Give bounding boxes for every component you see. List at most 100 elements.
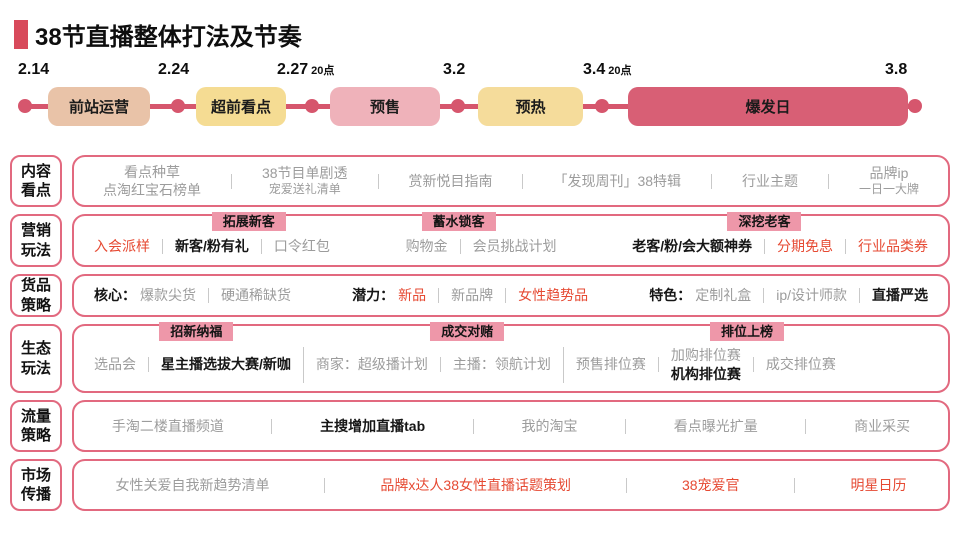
row-item: 品牌x达人38女性直播话题策划 [380, 476, 571, 494]
separator [562, 346, 564, 383]
row-ecosystem-plays: 生态玩法招新纳福成交对赌排位上榜选品会星主播选拔大赛/新咖商家：超级播计划主播：… [10, 322, 950, 393]
row-item-line: 老客/粉/会大额神券 [632, 238, 753, 255]
row-label-content-highlights: 内容看点 [10, 155, 62, 207]
row-label-product-strategy: 货品策略 [10, 274, 62, 317]
row-item-line: 选品会 [94, 356, 136, 373]
row-item: 星主播选拔大赛/新咖 [161, 355, 291, 373]
row-label-line: 策略 [20, 296, 51, 314]
row-item-line: 点淘红宝石榜单 [102, 182, 201, 198]
separator [438, 288, 440, 303]
stage-badge: 招新纳福 [159, 322, 234, 341]
row-label-line: 生态 [20, 340, 51, 357]
row-item: 会员挑战计划 [473, 237, 557, 255]
row-item-line: 新品 [398, 287, 427, 304]
timeline-date-label: 3.4 [583, 61, 606, 78]
row-item-line: 赏新悦目指南 [408, 172, 493, 189]
timeline-dot [595, 99, 609, 113]
timeline-date: 3.8 [885, 61, 907, 79]
separator [657, 357, 659, 372]
row-item-line: 新品牌 [451, 287, 494, 304]
row-market-communication: 市场传播 女性关爱自我新趋势清单 品牌x达人38女性直播话题策划 38宠爱官 明星日历 [10, 459, 950, 511]
row-item: 硬通稀缺货 [221, 286, 291, 304]
row-item-line: 特色： [649, 287, 692, 304]
separator [625, 418, 627, 434]
row-item-line: 看点种草 [123, 163, 180, 180]
row-item: 分期免息 [777, 237, 833, 255]
row-item-line: 爆款尖货 [140, 287, 196, 304]
row-item: 特色： [649, 286, 691, 304]
row-item-line: 明星日历 [850, 476, 907, 493]
row-item-line: 加购排位赛 [670, 347, 741, 364]
row-item-line: 主搜增加直播tab [320, 417, 426, 434]
row-item: 成交排位赛 [766, 355, 836, 373]
row-item-line: 行业主题 [742, 172, 799, 189]
row-item: 核心： [94, 286, 136, 304]
row-item-line: 品牌ip [869, 165, 909, 182]
separator [377, 173, 379, 189]
row-label-traffic-strategy: 流量策略 [10, 400, 62, 452]
row-label-line: 货品 [20, 277, 51, 294]
row-item: 入会派样 [94, 237, 150, 255]
row-item: 老客/粉/会大额神券 [632, 237, 752, 255]
row-label-ecosystem-plays: 生态玩法 [10, 324, 62, 393]
row-item: 手淘二楼直播频道 [112, 417, 224, 435]
separator [764, 239, 766, 254]
row-item: 女性关爱自我新趋势清单 [115, 476, 269, 494]
timeline-date-label: 2.27 [277, 61, 309, 78]
row-item-line: 看点曝光扩量 [673, 417, 758, 434]
row-item-line: 主播：领航计划 [452, 356, 551, 373]
row-item-line: 品牌x达人38女性直播话题策划 [380, 476, 571, 493]
row-item: 「发现周刊」38特辑 [553, 172, 681, 190]
row-item: 我的淘宝 [521, 417, 577, 435]
row-content-ecosystem-plays: 招新纳福成交对赌排位上榜选品会星主播选拔大赛/新咖商家：超级播计划主播：领航计划… [72, 322, 950, 393]
separator [752, 357, 754, 372]
timeline-dot [171, 99, 185, 113]
row-item: 新品牌 [451, 286, 493, 304]
row-item-line: 机构排位赛 [670, 365, 741, 382]
row-item-line: 直播严选 [872, 287, 929, 304]
separator [208, 288, 209, 303]
timeline-date-time: 20点 [608, 65, 632, 77]
page-title: 38节直播整体打法及节奏 [35, 24, 302, 51]
timeline-date: 2.14 [18, 61, 49, 79]
row-item: 主搜增加直播tab [320, 417, 425, 435]
timeline-date-label: 2.24 [158, 61, 190, 78]
separator [805, 418, 807, 434]
timeline-dot [305, 99, 319, 113]
row-label-line: 玩法 [20, 359, 51, 377]
row-item: 赏新悦目指南 [409, 172, 493, 190]
row-label-line: 内容 [20, 162, 51, 180]
row-item-line: 入会派样 [94, 238, 150, 255]
rows: 内容看点 看点种草点淘红宝石榜单 38节目单剧透宠爱送礼清单 赏新悦目指南 「发现周刊」… [10, 155, 950, 518]
row-label-line: 看点 [20, 182, 51, 199]
timeline-date: 3.2 [443, 61, 465, 79]
row-item-line: 手淘二楼直播频道 [111, 417, 224, 434]
row-item: ip/设计师款 [776, 286, 847, 304]
row-item-line: ip/设计师款 [776, 287, 848, 304]
separator [472, 418, 474, 434]
row-item-line: 38宠爱官 [681, 476, 740, 493]
separator [859, 288, 861, 303]
row-item: 38节目单剧透宠爱送礼清单 [262, 164, 348, 198]
timeline-date-label: 2.14 [18, 61, 50, 78]
separator [459, 239, 461, 254]
stage-badge: 拓展新客 [211, 212, 286, 231]
row-item-line: 一日一大牌 [858, 182, 919, 197]
separator [794, 477, 796, 493]
row-item: 定制礼盒 [695, 286, 751, 304]
stage-badge: 深挖老客 [727, 212, 802, 231]
row-label-market-communication: 市场传播 [10, 459, 62, 511]
separator [230, 173, 232, 189]
row-item: 预售排位赛 [576, 355, 646, 373]
row-item: 主播：领航计划 [453, 355, 551, 373]
separator [625, 477, 627, 493]
row-item: 38宠爱官 [682, 476, 740, 494]
